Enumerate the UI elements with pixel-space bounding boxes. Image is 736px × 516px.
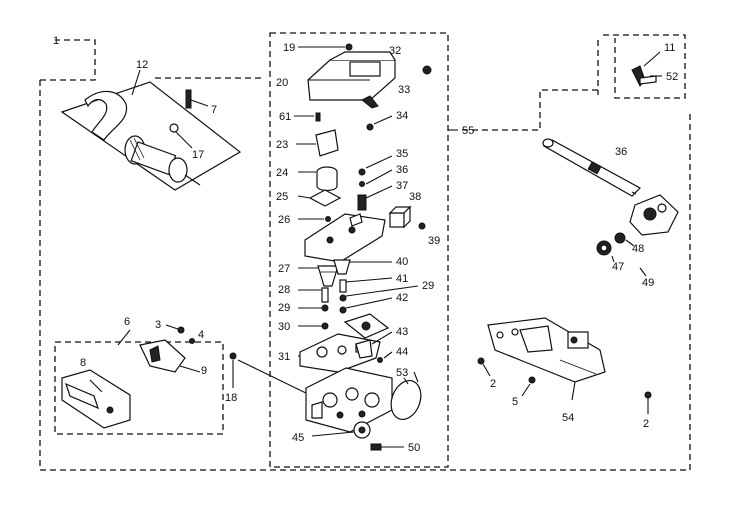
callout-1: 1 bbox=[53, 35, 59, 47]
part-plate bbox=[304, 213, 386, 263]
part-44-screw bbox=[377, 357, 383, 363]
callout-30: 30 bbox=[278, 321, 290, 333]
part-18-screw bbox=[229, 352, 311, 396]
callout-17: 17 bbox=[192, 149, 204, 161]
callout-37: 37 bbox=[396, 180, 408, 192]
callout-36-shaft: 36 bbox=[615, 146, 627, 158]
callout-3: 3 bbox=[155, 319, 161, 331]
callout-55: 55 bbox=[462, 125, 474, 137]
part-39-screw bbox=[418, 222, 426, 230]
part-19-screw bbox=[345, 43, 353, 51]
part-30-washer bbox=[321, 322, 329, 330]
callout-61: 61 bbox=[279, 111, 291, 123]
callout-50: 50 bbox=[408, 442, 420, 454]
part-32-nut bbox=[422, 65, 432, 75]
part-24-cylinder bbox=[316, 166, 338, 192]
outer-frame bbox=[39, 34, 691, 471]
part-52-clip bbox=[631, 51, 662, 87]
callout-29-right: 29 bbox=[422, 280, 434, 292]
part-3-screw bbox=[165, 324, 185, 334]
callout-11: 11 bbox=[664, 42, 675, 54]
part-36-shaft bbox=[542, 138, 641, 197]
callout-38: 38 bbox=[409, 191, 421, 203]
part-27-valve bbox=[317, 265, 339, 287]
callout-35: 35 bbox=[396, 148, 408, 160]
callout-40: 40 bbox=[396, 256, 408, 268]
callout-53: 53 bbox=[396, 367, 408, 379]
callout-9: 9 bbox=[201, 365, 207, 377]
part-17-ring bbox=[169, 123, 193, 149]
callout-12: 12 bbox=[136, 59, 148, 71]
callout-54: 54 bbox=[562, 412, 574, 424]
part-12-lever-assembly bbox=[60, 81, 242, 191]
part-38-block bbox=[388, 205, 412, 229]
part-34-screw bbox=[366, 123, 374, 131]
part-50-screw bbox=[370, 443, 404, 451]
part-9-spring-clip bbox=[139, 339, 201, 373]
callout-52: 52 bbox=[666, 71, 678, 83]
part-29-o-ring-right bbox=[339, 294, 347, 302]
part-29-o-ring-left bbox=[321, 304, 329, 312]
callout-27: 27 bbox=[278, 263, 290, 275]
callout-47: 47 bbox=[612, 261, 624, 273]
part-45-nozzle bbox=[311, 421, 371, 439]
lower-left-subassembly-frame bbox=[54, 341, 224, 435]
part-35-screw bbox=[358, 168, 366, 176]
callout-43: 43 bbox=[396, 326, 408, 338]
callout-33: 33 bbox=[398, 84, 410, 96]
part-valve-body bbox=[305, 367, 393, 433]
callout-19: 19 bbox=[283, 42, 295, 54]
callout-24: 24 bbox=[276, 167, 288, 179]
callout-28: 28 bbox=[278, 284, 290, 296]
callout-labels: 1 12 7 17 19 32 20 33 61 34 55 23 35 36 … bbox=[53, 35, 678, 454]
callout-48: 48 bbox=[632, 243, 644, 255]
callout-31: 31 bbox=[278, 351, 290, 363]
part-54-bracket bbox=[487, 317, 606, 401]
callout-23: 23 bbox=[276, 139, 288, 151]
callout-29-left: 29 bbox=[278, 302, 290, 314]
part-37-spring bbox=[357, 194, 367, 211]
callout-5: 5 bbox=[512, 396, 518, 408]
part-26-screw bbox=[325, 216, 331, 222]
callout-42: 42 bbox=[396, 292, 408, 304]
callout-2-left: 2 bbox=[490, 378, 496, 390]
callout-6: 6 bbox=[124, 316, 130, 328]
callout-32: 32 bbox=[389, 45, 401, 57]
callout-8: 8 bbox=[80, 357, 86, 369]
part-diaphragm bbox=[343, 313, 390, 339]
callout-36: 36 bbox=[396, 164, 408, 176]
callout-39: 39 bbox=[428, 235, 440, 247]
part-40-valve bbox=[333, 259, 351, 275]
part-25-washer bbox=[308, 189, 342, 207]
part-28-pin bbox=[321, 287, 329, 303]
part-41-pin bbox=[339, 279, 347, 293]
part-42-washer bbox=[339, 306, 347, 314]
part-36-screw bbox=[359, 181, 365, 187]
callout-41: 41 bbox=[396, 273, 408, 285]
part-2-screws bbox=[477, 357, 652, 414]
part-23-bracket bbox=[315, 129, 339, 157]
part-7-pin bbox=[185, 89, 209, 109]
part-53-gasket bbox=[390, 371, 422, 420]
callout-4: 4 bbox=[198, 329, 204, 341]
center-assembly-frame bbox=[269, 32, 449, 468]
callout-26: 26 bbox=[278, 214, 290, 226]
callout-20: 20 bbox=[276, 77, 288, 89]
part-4-screw bbox=[189, 338, 195, 344]
callout-44: 44 bbox=[396, 346, 408, 358]
part-33-spring bbox=[361, 95, 379, 109]
callout-49: 49 bbox=[642, 277, 654, 289]
part-48-gear-assembly bbox=[596, 194, 679, 277]
callout-18: 18 bbox=[225, 392, 237, 404]
callout-45: 45 bbox=[292, 432, 304, 444]
part-61-pin bbox=[315, 112, 321, 122]
callout-25: 25 bbox=[276, 191, 288, 203]
part-20-cover bbox=[307, 51, 396, 101]
part-8-base-plate bbox=[61, 369, 131, 429]
callout-2-right: 2 bbox=[643, 418, 649, 430]
callout-34: 34 bbox=[396, 110, 408, 122]
part-43-valve bbox=[355, 339, 373, 359]
callout-7: 7 bbox=[211, 104, 217, 116]
